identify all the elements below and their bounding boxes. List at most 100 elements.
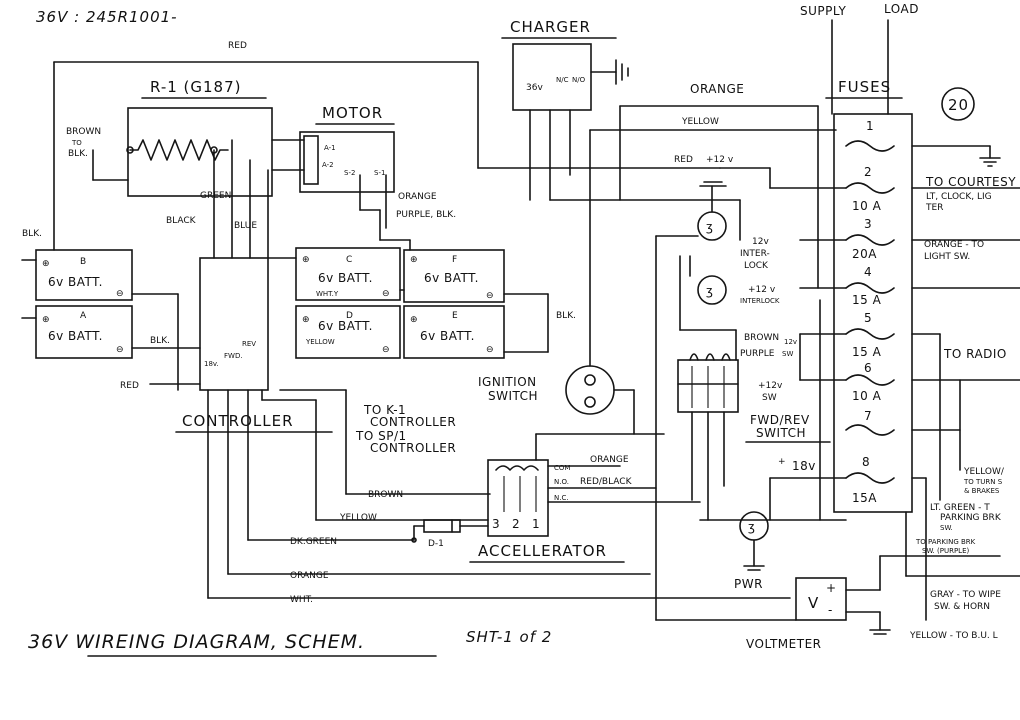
fuse-3: 3 20A [845,217,895,261]
fuse-number: 2 [864,165,872,179]
wire-yellow-bottom: YELLOW [339,513,377,523]
battery-note-yellow: YELLOW [305,338,335,346]
battery-label: 6v BATT. [48,329,103,343]
accel-title: ACCELLERATOR [478,542,607,560]
wire-orange-mid: ORANGE [590,455,629,465]
lamp-2 [697,275,727,305]
wire-sw12: 12v [784,338,797,346]
load-yellow-bu: YELLOW - TO B.U. L [909,631,998,641]
battery-letter: E [452,311,458,321]
wire-sp1-b: CONTROLLER [370,441,456,455]
wire-brown-to-blk-3: BLK. [68,149,88,159]
battery-box [295,247,401,301]
wire-red-left: RED [120,381,139,391]
fuse-amp: 10 A [852,389,882,403]
motor-title: MOTOR [322,104,383,122]
fwd-rev-title-2: SWITCH [756,426,806,440]
motor-box [299,131,395,193]
fuse-7: 7 [845,409,895,436]
accelerator-box [487,459,549,537]
fuse-number: 8 [862,455,870,469]
motor-a1: A-1 [324,144,336,152]
wire-sp1-a: TO SP/1 [355,429,407,443]
wire-blk-e: BLK. [556,311,576,321]
wire-interlock-3: LOCK [744,261,769,271]
wire-brown-bottom: BROWN [368,490,403,500]
voltmeter-minus: - [828,603,833,617]
fwd-rev-title: FWD/REV [750,413,810,427]
fuse-number: 7 [864,409,872,423]
load-ltgreen-3: SW. [940,524,953,532]
fuse-amp: 15A [852,491,877,505]
controller-box [199,257,269,391]
red-top-label: RED [228,41,247,51]
wire-brown-to-blk: BROWN [66,127,101,137]
battery-box [35,249,133,301]
accel-com: COM [554,464,570,472]
wire-red-black: RED/BLACK [580,477,633,487]
power-lamp-label: PWR [734,577,763,591]
minus-terminal: ⊖ [382,289,390,299]
minus-terminal: ⊖ [382,345,390,355]
wire-interlock: 12v [752,237,769,247]
power-lamp-glyph: ʒ [748,520,755,534]
ignition-label-2: SWITCH [488,389,538,403]
fuse-number: 6 [864,361,872,375]
battery-letter: F [452,255,457,265]
voltmeter-label: VOLTMETER [746,637,822,651]
load-radio: TO RADIO [943,347,1007,361]
controller-title: CONTROLLER [182,412,294,430]
wire-black: BLACK [166,216,197,226]
resistor-title: R-1 (G187) [150,78,242,96]
top-code: 36V : 245R1001- [36,8,178,26]
fuse-8: 8 15A [845,455,895,505]
plus-terminal: ⊕ [42,315,50,325]
wire-k1-a: TO K-1 [363,403,406,417]
battery-box [35,305,133,359]
wire-orange-motor: ORANGE [398,192,437,202]
wire-red12: RED [674,155,693,165]
battery-b: B 6v BATT. ⊕ ⊖ [35,249,133,301]
fuse-2: 2 10 A [845,165,895,213]
battery-box [295,305,401,359]
wire-k1-b: CONTROLLER [370,415,456,429]
plus-terminal: ⊕ [302,255,310,265]
drawing-title: 36V WIREING DIAGRAM, SCHEM. [28,631,365,653]
battery-label: 6v BATT. [318,319,373,333]
wire-blue: BLUE [234,221,257,231]
motor-s1: S-1 [374,169,385,177]
load-parking: TO PARKING BRK [915,538,976,546]
wire-brown-right: BROWN [744,333,779,343]
wire-dkgreen: DK.GREEN [290,537,337,547]
charger-nc: N/O [572,76,586,84]
accel-pin-3: 3 [492,517,500,531]
fuse-panel [833,113,913,513]
load-ltgreen: LT. GREEN - T [930,503,990,513]
battery-f: F 6v BATT. ⊕ ⊖ [403,249,505,303]
load-courtesy: TO COURTESY [925,175,1016,189]
load-orange: ORANGE - TO [924,240,984,250]
wire-red12-v: +12 v [706,155,734,165]
load-courtesy-3: TER [925,203,943,213]
wire-orange-top: ORANGE [690,82,744,96]
fuse-number: 5 [864,311,872,325]
minus-terminal: ⊖ [486,291,494,301]
accel-pin-2: 2 [512,517,520,531]
plus-terminal: ⊕ [410,315,418,325]
fuse-amp: 10 A [852,199,882,213]
wire-blk-left: BLK. [22,229,42,239]
fuse-amp: 15 A [852,293,882,307]
battery-label: 6v BATT. [420,329,475,343]
battery-label: 6v BATT. [424,271,479,285]
plus-terminal: ⊕ [410,255,418,265]
fuse-amp: 15 A [852,345,882,359]
minus-terminal: ⊖ [116,345,124,355]
ignition-label: IGNITION [478,375,537,389]
charger-voltage: 36v [526,83,543,93]
voltmeter-v: V [808,594,819,612]
diode-label: D-1 [428,539,444,549]
ctrl-fwd: FWD. [224,352,243,360]
wire-purple-blk: PURPLE, BLK. [396,210,456,220]
battery-label: 6v BATT. [318,271,373,285]
